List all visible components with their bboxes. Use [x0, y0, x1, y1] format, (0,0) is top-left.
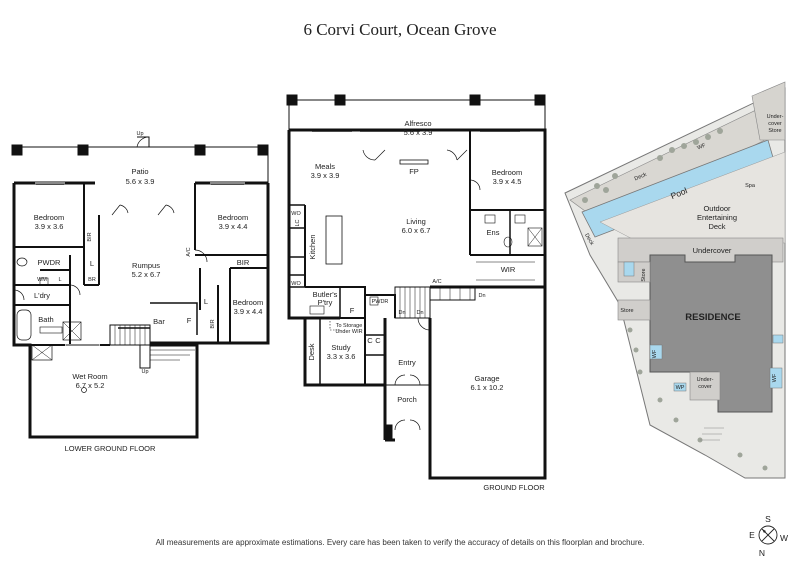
undercover-store-l3: Store	[768, 128, 781, 134]
pwdr-ground-label: PWDR	[372, 299, 389, 305]
ac-lower-label: A/C	[186, 247, 192, 256]
pwdr-lower-label: PWDR	[38, 258, 61, 267]
compass-w: W	[780, 533, 788, 543]
bath-label: Bath	[38, 315, 53, 324]
bedroom1-label: Bedroom	[34, 213, 64, 222]
patio-dim: 5.6 x 3.9	[126, 177, 155, 186]
closet-label-1: C	[367, 336, 373, 345]
bedroom1-dim: 3.9 x 3.6	[35, 222, 64, 231]
compass-e: E	[749, 530, 755, 540]
bir-label-1: BIR	[87, 232, 93, 241]
bedroom2-label: Bedroom	[218, 213, 248, 222]
meals-dim: 3.9 x 3.9	[311, 171, 340, 180]
dn-label-3: Dn	[478, 293, 485, 299]
living-label: Living	[406, 217, 426, 226]
bedroom3-dim: 3.9 x 4.4	[234, 307, 263, 316]
lower-up2-label: Up	[141, 369, 148, 375]
study-dim: 3.3 x 3.6	[327, 352, 356, 361]
bedroom3-label: Bedroom	[233, 298, 263, 307]
storage-note-1: To Storage	[336, 323, 363, 329]
bar-label: Bar	[153, 317, 165, 326]
meals-label: Meals	[315, 162, 335, 171]
br-label: BR	[88, 277, 96, 283]
linen-lower-label: L	[58, 277, 61, 283]
bir-label-2: BIR	[237, 258, 250, 267]
site-plan	[564, 81, 786, 479]
wf-label-3: WF	[772, 373, 778, 382]
outdoor-l3: Deck	[708, 222, 725, 231]
porch-label: Porch	[397, 395, 417, 404]
ground-floor	[286, 94, 547, 480]
wf-label-1: WF	[696, 142, 707, 151]
deck-label-2: Deck	[583, 233, 595, 247]
fireplace-label: FP	[409, 167, 419, 176]
laundry-label: L'dry	[34, 291, 50, 300]
undercover-store-l1: Under-	[767, 114, 784, 120]
closet-label-2: C	[375, 336, 381, 345]
living-dim: 6.0 x 6.7	[402, 226, 431, 235]
bedroom-ground-label: Bedroom	[492, 168, 522, 177]
garage-dim: 6.1 x 10.2	[471, 383, 504, 392]
undercover-store-l2: cover	[768, 121, 782, 127]
ac-ground-label: A/C	[432, 279, 441, 285]
compass-s: S	[765, 514, 771, 524]
store-label-1: Store	[641, 268, 647, 281]
kitchen-label: Kitchen	[308, 234, 317, 259]
storage-note-2: Under WIR	[335, 329, 362, 335]
compass-icon	[758, 525, 778, 545]
entry-label: Entry	[398, 358, 416, 367]
residence-label: RESIDENCE	[685, 312, 740, 323]
dn-label-1: Dn	[398, 310, 405, 316]
linen-lower-2-label: L	[204, 297, 208, 306]
bedroom-ground-dim: 3.9 x 4.5	[493, 177, 522, 186]
outdoor-l1: Outdoor	[703, 204, 731, 213]
ground-floor-label: GROUND FLOOR	[483, 483, 545, 492]
bedroom2-dim: 3.9 x 4.4	[219, 222, 248, 231]
alfresco-label: Alfresco	[404, 119, 431, 128]
deck-label-1: Deck	[634, 172, 648, 183]
undercover2-l2: cover	[698, 384, 712, 390]
wf-label-2: WF	[652, 349, 658, 358]
disclaimer-text: All measurements are approximate estimat…	[155, 538, 645, 547]
store-label-2: Store	[620, 308, 633, 314]
wo-label-2: WO	[291, 281, 301, 287]
linen-label: L	[90, 259, 94, 268]
wm-label: WM	[37, 277, 47, 283]
butlers-label-2: P'try	[318, 298, 333, 307]
lower-floor-label: LOWER GROUND FLOOR	[65, 444, 156, 453]
outdoor-l2: Entertaining	[697, 213, 737, 222]
undercover2-l1: Under-	[697, 377, 714, 383]
rumpus-label: Rumpus	[132, 261, 160, 270]
spa-label: Spa	[745, 183, 756, 189]
lower-ground-floor	[11, 136, 270, 439]
wetroom-dim: 6.7 x 5.2	[76, 381, 105, 390]
lower-up-label: Up	[136, 131, 143, 137]
page-title: 6 Corvi Court, Ocean Grove	[303, 20, 497, 39]
garage-label: Garage	[474, 374, 499, 383]
alfresco-dim: 5.6 x 3.9	[404, 128, 433, 137]
butlers-label-1: Butler's	[313, 290, 338, 299]
rumpus-dim: 5.2 x 6.7	[132, 270, 161, 279]
fridge-lower-label: F	[187, 316, 192, 325]
desk-label: Desk	[307, 343, 316, 360]
wetroom-label: Wet Room	[72, 372, 107, 381]
dn-label-2: Dn	[416, 310, 423, 316]
patio-label: Patio	[131, 167, 148, 176]
ensuite-label: Ens	[487, 228, 500, 237]
wp-label: WP	[676, 385, 685, 391]
wo-label-1: WO	[291, 211, 301, 217]
fridge-ground-label: F	[350, 306, 355, 315]
lc-label: LC	[295, 219, 301, 226]
study-label: Study	[331, 343, 350, 352]
wir-label: WIR	[501, 265, 516, 274]
undercover-label: Undercover	[693, 246, 732, 255]
bir-label-3: BIR	[210, 319, 216, 328]
compass-n: N	[759, 548, 765, 558]
